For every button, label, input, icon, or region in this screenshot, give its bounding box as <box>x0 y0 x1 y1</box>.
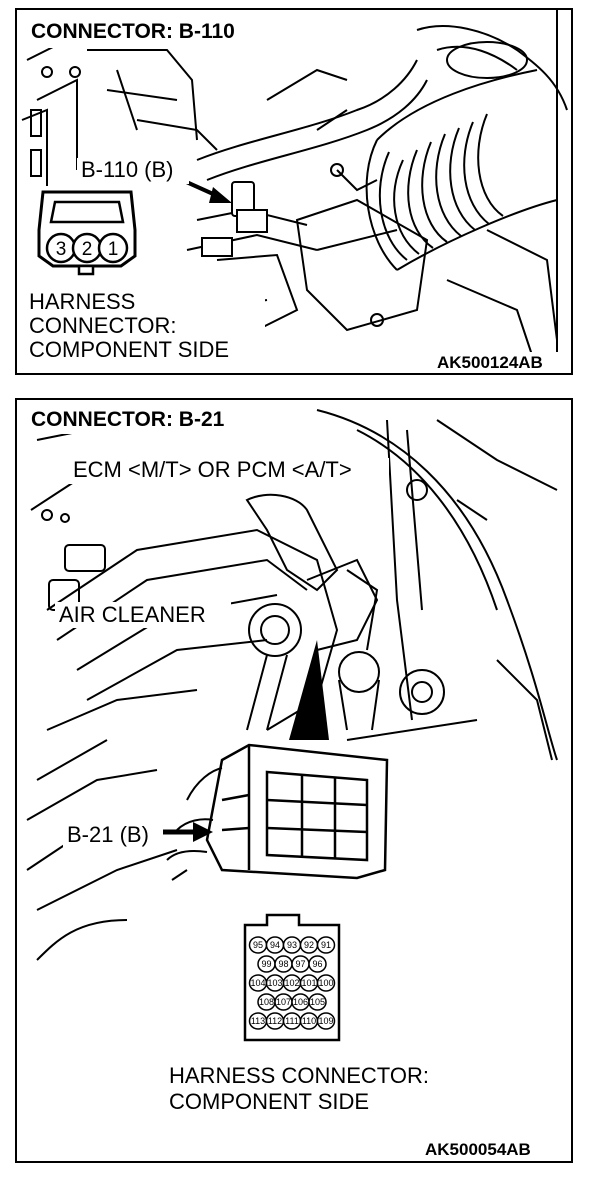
pin-label: 113 <box>251 1016 265 1026</box>
pin-label: 112 <box>268 1016 282 1026</box>
pin-label: 104 <box>250 978 265 988</box>
pin-label: 103 <box>267 978 282 988</box>
connector-callout-label: B-110 (B) <box>81 157 174 182</box>
pin-label: 106 <box>293 997 308 1007</box>
pin-label: 98 <box>278 959 288 969</box>
pin-label: 94 <box>270 940 280 950</box>
connector-callout-label: B-21 (B) <box>67 822 149 847</box>
pin-circle <box>308 955 327 973</box>
pin-label: 95 <box>253 940 263 950</box>
pin-label: 107 <box>276 997 291 1007</box>
pin-label: 109 <box>318 1016 333 1026</box>
harness-label-line2: CONNECTOR: <box>29 313 177 338</box>
pin-circle <box>316 974 336 992</box>
pin-label: 102 <box>284 978 299 988</box>
pin-label: 111 <box>285 1016 299 1026</box>
pin-label: 3 <box>56 239 67 260</box>
pin-label: 108 <box>259 997 274 1007</box>
ecm-label: ECM <M/T> OR PCM <A/T> <box>73 457 352 482</box>
pin-circle <box>316 936 336 954</box>
engine-bay-illustration-b110: 3 2 1 <box>21 10 568 373</box>
pin-label: 99 <box>261 959 271 969</box>
pin-label: 96 <box>312 959 322 969</box>
figure-code: AK500054AB <box>425 1140 531 1159</box>
pin-label: 101 <box>301 978 316 988</box>
harness-label-line1: HARNESS CONNECTOR: <box>169 1063 429 1088</box>
pin-label: 2 <box>82 239 93 260</box>
pin-label: 93 <box>287 940 297 950</box>
air-cleaner-label: AIR CLEANER <box>59 602 206 627</box>
pin-circle <box>316 1012 336 1030</box>
pin-label: 105 <box>310 997 325 1007</box>
pin-label: 1 <box>108 239 119 260</box>
pin-label: 92 <box>304 940 314 950</box>
pin-circle <box>308 993 327 1011</box>
connector-title: CONNECTOR: B-21 <box>31 408 225 431</box>
harness-label-line3: COMPONENT SIDE <box>29 337 230 362</box>
figure-code: AK500124AB <box>437 353 543 372</box>
pin-label: 97 <box>295 959 305 969</box>
pin-label: 100 <box>318 978 333 988</box>
connector-title: CONNECTOR: B-110 <box>31 20 235 43</box>
harness-label-line1: HARNESS <box>29 289 136 314</box>
harness-label-line2: COMPONENT SIDE <box>169 1089 370 1114</box>
pin-label: 91 <box>321 940 331 950</box>
connector-b110-panel: 3 2 1 CONNECTOR: B-110 B-110 (B) HARNESS… <box>15 8 573 375</box>
b110-connector-face: 3 2 1 <box>37 190 137 276</box>
ecm-module <box>205 743 389 880</box>
pin-label: 110 <box>302 1016 316 1026</box>
